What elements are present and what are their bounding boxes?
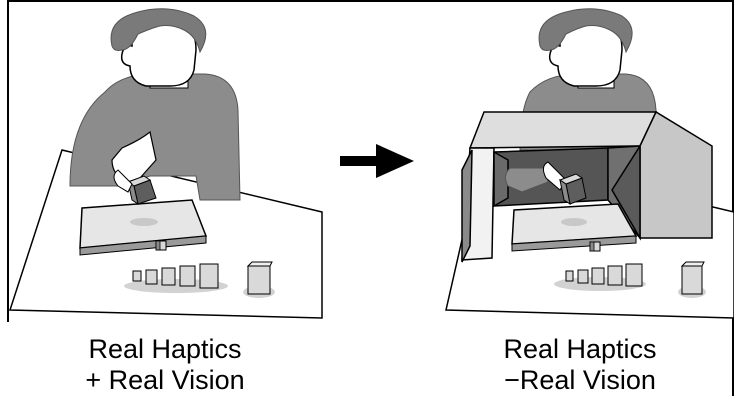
left-small-cube <box>156 241 166 250</box>
left-person <box>70 9 240 200</box>
right-caption: Real Haptics −Real Vision <box>455 334 705 396</box>
left-caption-line1: Real Haptics <box>40 334 290 365</box>
right-panel <box>446 9 734 318</box>
right-small-cube <box>590 242 600 251</box>
left-panel <box>10 9 322 318</box>
right-caption-line2: −Real Vision <box>455 365 705 396</box>
left-caption: Real Haptics + Real Vision <box>40 334 290 396</box>
right-held-cube <box>560 174 586 204</box>
right-caption-line1: Real Haptics <box>455 334 705 365</box>
right-arrow-icon <box>340 144 414 178</box>
left-caption-line2: + Real Vision <box>40 365 290 396</box>
